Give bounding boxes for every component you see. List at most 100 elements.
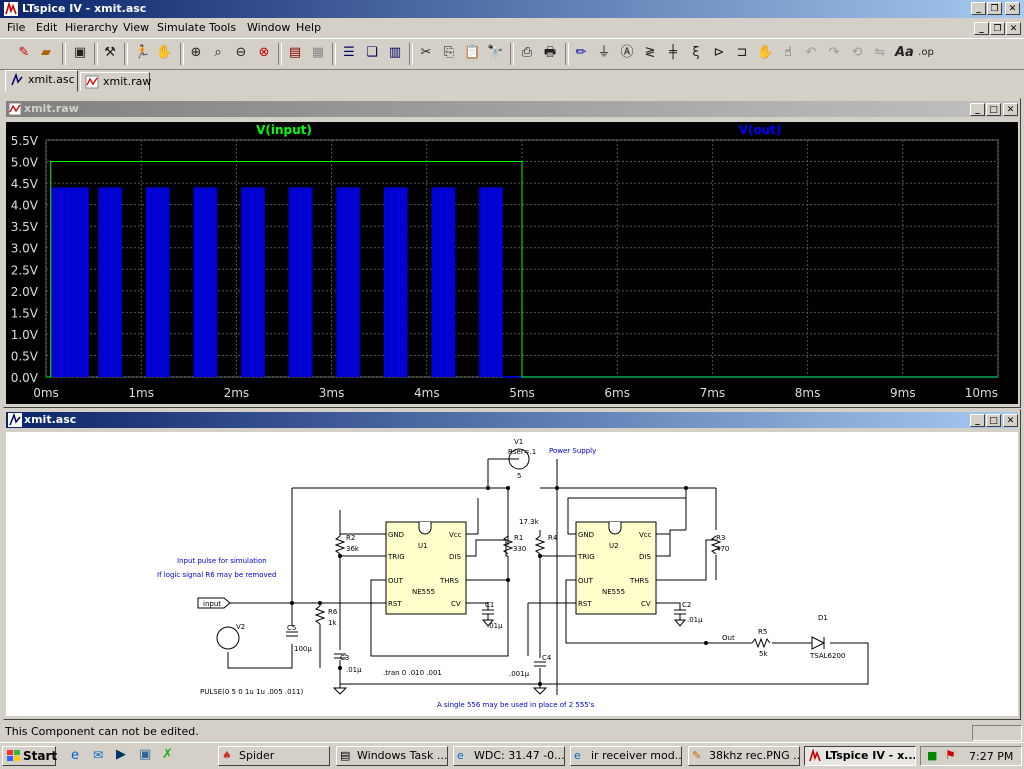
taskbar-button-spider[interactable]: ♠ Spider	[218, 746, 330, 766]
outlook-quicklaunch-icon[interactable]: ✉	[93, 748, 104, 762]
x-tick-label: 1ms	[128, 386, 154, 400]
print-icon[interactable]: 🖶	[543, 45, 557, 60]
component-icon[interactable]: ⊐	[736, 45, 748, 60]
zoom-cancel-icon[interactable]: ⊗	[258, 45, 270, 60]
menu-file[interactable]: File	[7, 21, 26, 34]
tile-horizontal-icon[interactable]: ☰	[343, 45, 355, 60]
tab-xmit-asc[interactable]: xmit.asc	[5, 70, 78, 92]
doc-close-button[interactable]: ✕	[1006, 22, 1021, 35]
capacitor-icon[interactable]: ╪	[669, 45, 677, 60]
c1-value: .01µ	[487, 622, 503, 630]
plot-close-button[interactable]: ✕	[1003, 103, 1018, 116]
menu-hierarchy[interactable]: Hierarchy	[65, 21, 119, 34]
resistor-icon[interactable]: ≷	[644, 45, 656, 60]
text-icon[interactable]: Aa	[895, 45, 914, 60]
open-icon[interactable]: ▰	[41, 45, 51, 60]
r3-label: R3	[716, 534, 725, 542]
control-panel-icon[interactable]: ⚒	[104, 45, 116, 60]
vout-burst	[383, 187, 408, 377]
schematic-minimize-button[interactable]: _	[970, 414, 985, 427]
mirror-icon[interactable]: ⇋	[874, 45, 886, 60]
schematic-canvas[interactable]: V1 Rser=.1 5 U1 NE555 U2 NE555 GND TRIG …	[6, 432, 1018, 716]
rotate-icon[interactable]: ⟲	[851, 45, 863, 60]
x-tick-label: 5ms	[509, 386, 535, 400]
taskbar-button-wdc[interactable]: e WDC: 31.47 -0...	[453, 746, 565, 766]
plot-minimize-button[interactable]: _	[970, 103, 985, 116]
menu-view[interactable]: View	[123, 21, 150, 34]
schematic-maximize-button[interactable]: □	[986, 414, 1001, 427]
media-player-quicklaunch-icon[interactable]: ▶	[116, 747, 126, 762]
c1-label: C1	[485, 601, 494, 609]
wire-icon[interactable]: ✏	[575, 45, 587, 60]
taskbar-label: Spider	[239, 749, 275, 762]
vout-burst	[431, 187, 456, 377]
delete-trace-icon[interactable]: ▦	[311, 45, 325, 60]
undo-icon[interactable]: ↶	[805, 45, 817, 60]
r5-label: R5	[758, 628, 767, 636]
status-panel	[972, 725, 1022, 741]
print-setup-icon[interactable]: ⎙	[521, 45, 533, 60]
vout-burst	[479, 187, 503, 377]
vinput-trace	[46, 161, 998, 378]
redo-icon[interactable]: ↷	[828, 45, 840, 60]
move-icon[interactable]: ✋	[757, 45, 774, 60]
tab-xmit-raw[interactable]: xmit.raw	[80, 72, 151, 91]
tile-vertical-icon[interactable]: ▥	[388, 45, 402, 60]
r2-label: R2	[346, 534, 355, 542]
close-button[interactable]: ✕	[1005, 2, 1020, 15]
halt-icon[interactable]: ✋	[156, 45, 173, 60]
taskbar-button-38khz[interactable]: ✎ 38khz rec.PNG ...	[688, 746, 800, 766]
find-icon[interactable]: 🔭	[487, 45, 504, 60]
copy-icon[interactable]: ⎘	[443, 45, 455, 60]
restore-button[interactable]: ❐	[987, 2, 1002, 15]
spice-directive-icon[interactable]: .op	[918, 47, 934, 58]
doc-restore-button[interactable]: ❐	[990, 22, 1005, 35]
schematic-drawing[interactable]: V1 Rser=.1 5 U1 NE555 U2 NE555 GND TRIG …	[6, 432, 1018, 716]
taskbar-button-ir-receiver[interactable]: e ir receiver mod...	[570, 746, 682, 766]
x-tick-label: 9ms	[890, 386, 916, 400]
ground-icon[interactable]: ⏚	[597, 45, 611, 60]
plot-maximize-button[interactable]: □	[986, 103, 1001, 116]
u1-name: U1	[418, 542, 428, 550]
c3-label: C3	[340, 654, 349, 662]
drag-icon[interactable]: ☝	[784, 45, 792, 60]
label-icon[interactable]: Ⓐ	[620, 45, 634, 60]
taskbar-label: LTspice IV - x...	[825, 749, 916, 762]
u2-pin-cv: CV	[641, 600, 651, 608]
doc-minimize-button[interactable]: _	[974, 22, 989, 35]
menu-tools[interactable]: Tools	[209, 21, 237, 34]
inductor-icon[interactable]: ξ	[692, 45, 700, 60]
run-icon[interactable]: 🏃	[134, 45, 151, 60]
cascade-icon[interactable]: ❏	[366, 45, 378, 60]
minimize-button[interactable]: _	[971, 2, 986, 15]
zoom-in-icon[interactable]: ⊕	[190, 45, 202, 60]
start-button[interactable]: Start	[2, 746, 57, 766]
autorange-icon[interactable]: ▤	[288, 45, 302, 60]
security-tray-icon[interactable]: ⚑	[945, 748, 956, 762]
schematic-close-button[interactable]: ✕	[1003, 414, 1018, 427]
x-tick-label: 8ms	[795, 386, 821, 400]
desktop-quicklaunch-icon[interactable]: ▣	[139, 747, 152, 762]
taskbar-button-ltspice[interactable]: LTspice IV - x...	[804, 746, 916, 766]
paste-icon[interactable]: 📋	[464, 45, 481, 60]
windows-logo-icon	[7, 750, 20, 761]
menu-simulate[interactable]: Simulate	[157, 21, 206, 34]
waveform-icon	[8, 102, 22, 116]
excel-quicklaunch-icon[interactable]: ✗	[162, 747, 173, 762]
menu-help[interactable]: Help	[296, 21, 322, 34]
menu-edit[interactable]: Edit	[36, 21, 58, 34]
zoom-rect-icon[interactable]: ⌕	[214, 45, 222, 60]
cut-icon[interactable]: ✂	[420, 45, 432, 60]
diode-icon[interactable]: ⊳	[713, 45, 725, 60]
menu-window[interactable]: Window	[247, 21, 291, 34]
network-tray-icon[interactable]: ■	[927, 749, 938, 762]
taskbar-label: Windows Task ...	[357, 749, 448, 762]
zoom-out-icon[interactable]: ⊖	[235, 45, 247, 60]
taskbar-button-task-manager[interactable]: ▤ Windows Task ...	[336, 746, 448, 766]
ie-quicklaunch-icon[interactable]: e	[71, 748, 79, 763]
c4-value: .001µ	[509, 670, 530, 678]
save-icon[interactable]: ▣	[73, 45, 87, 60]
new-schematic-icon[interactable]: ✎	[18, 45, 30, 60]
